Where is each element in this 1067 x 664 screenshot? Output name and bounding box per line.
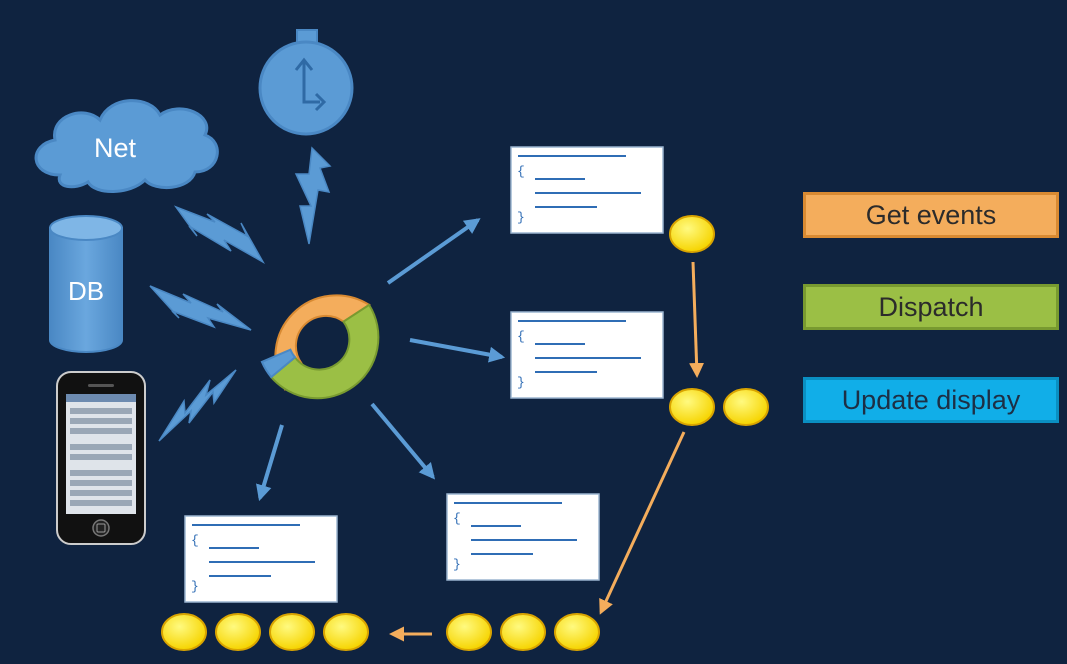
lightning-bolt-icon <box>158 369 237 442</box>
event-token-icon <box>323 613 369 651</box>
ring-segment-update-display <box>260 348 297 379</box>
code-close-brace: } <box>453 557 461 572</box>
event-token-icon <box>161 613 207 651</box>
legend-update-display: Update display <box>803 377 1059 423</box>
database-icon: DB <box>49 215 123 353</box>
code-open-brace: { <box>517 164 525 179</box>
event-token-icon <box>500 613 546 651</box>
code-open-brace: { <box>191 533 199 548</box>
code-open-brace: { <box>517 329 525 344</box>
event-token-icon <box>215 613 261 651</box>
legend-dispatch: Dispatch <box>803 284 1059 330</box>
event-token-icon <box>669 215 715 253</box>
event-token-icon <box>554 613 600 651</box>
code-card-icon: { } <box>510 146 664 234</box>
event-token-icon <box>669 388 715 426</box>
phone-icon <box>56 371 146 545</box>
event-token-icon <box>269 613 315 651</box>
dispatch-arrow <box>256 424 284 502</box>
dispatch-arrow <box>386 218 481 285</box>
event-token-icon <box>446 613 492 651</box>
code-close-brace: } <box>517 375 525 390</box>
dispatch-arrow <box>409 338 506 363</box>
event-loop-ring <box>260 294 380 400</box>
legend-get-events-label: Get events <box>865 199 997 230</box>
code-card-icon: { } <box>184 515 338 603</box>
legend-get-events: Get events <box>803 192 1059 238</box>
lightning-bolt-icon <box>149 285 252 331</box>
net-label: Net <box>94 133 137 163</box>
queue-arrow <box>599 431 686 615</box>
legend-dispatch-label: Dispatch <box>878 291 984 322</box>
code-card-icon: { } <box>446 493 600 581</box>
lightning-bolt-icon <box>294 146 332 245</box>
dispatch-arrow <box>370 402 436 480</box>
stopwatch-icon <box>258 29 354 136</box>
event-token-icon <box>723 388 769 426</box>
db-label: DB <box>68 276 104 306</box>
code-open-brace: { <box>453 511 461 526</box>
queue-arrow <box>689 261 705 378</box>
code-close-brace: } <box>191 579 199 594</box>
net-cloud-icon: Net <box>34 99 219 193</box>
ring-segment-dispatch <box>269 303 380 400</box>
code-card-icon: { } <box>510 311 664 399</box>
lightning-bolt-icon <box>173 205 265 264</box>
legend-update-display-label: Update display <box>841 384 1021 415</box>
code-close-brace: } <box>517 210 525 225</box>
